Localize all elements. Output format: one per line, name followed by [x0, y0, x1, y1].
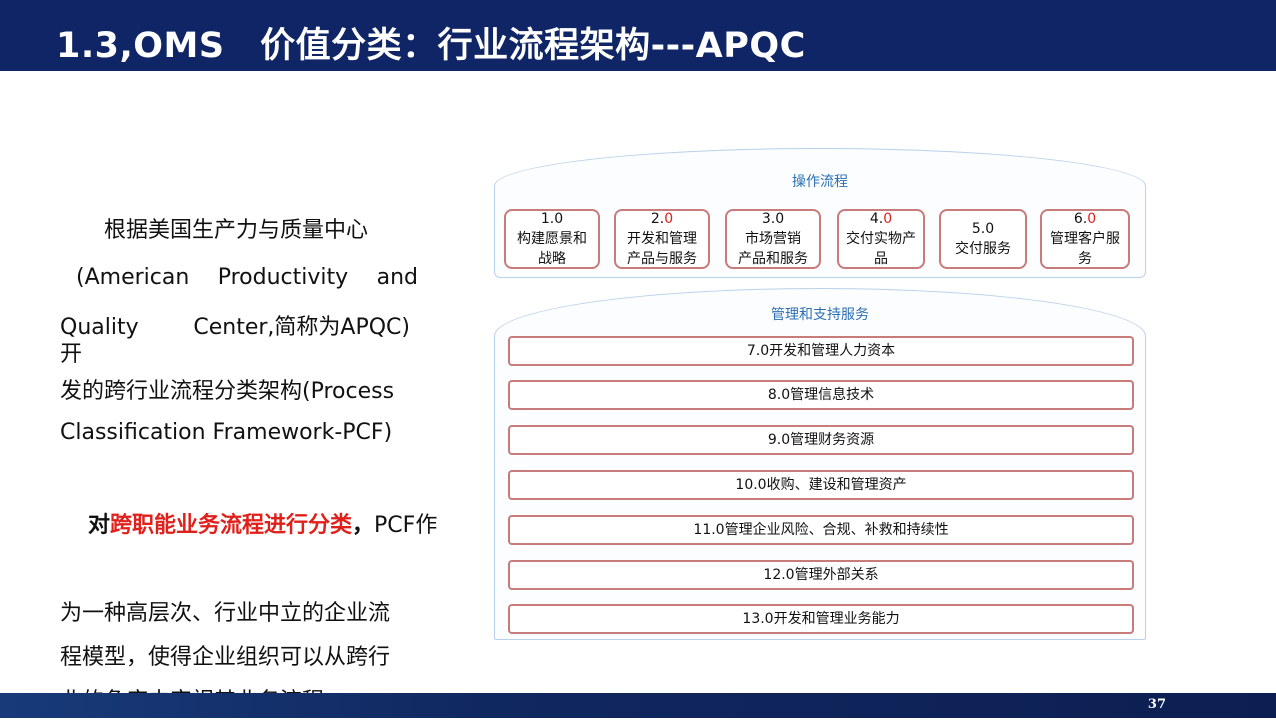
operation-box: 1.0 构建愿景和 战略: [504, 209, 600, 269]
description-text: 根据美国生产力与质量中心 (American Productivity and …: [60, 206, 440, 724]
description-line: 开: [60, 342, 83, 367]
description-line: 根据美国生产力与质量中心: [60, 218, 369, 243]
operation-box: 4.0 交付实物产 品: [837, 209, 925, 269]
footer-bar: 37: [0, 693, 1276, 718]
operations-boxes: 1.0 构建愿景和 战略 2.0 开发和管理 产品与服务 3.0 市场营销 产品…: [504, 209, 1132, 271]
support-bar: 11.0管理企业风险、合规、补救和持续性: [508, 515, 1134, 545]
description-line: 对跨职能业务流程进行分类，PCF作: [87, 513, 438, 538]
operation-box: 3.0 市场营销 产品和服务: [725, 209, 821, 269]
support-bar: 9.0管理财务资源: [508, 425, 1134, 455]
operation-box: 5.0 交付服务: [939, 209, 1027, 269]
description-line: Classification Framework-PCF): [60, 420, 393, 445]
header-bar: 1.3,OMS 价值分类：行业流程架构---APQC: [0, 0, 1276, 71]
description-line: Quality Center,简称为APQC): [60, 315, 410, 340]
support-bar: 8.0管理信息技术: [508, 380, 1134, 410]
description-line: 程模型，使得企业组织可以从跨行: [60, 645, 391, 670]
support-bar: 12.0管理外部关系: [508, 560, 1134, 590]
operation-box: 6.0 管理客户服 务: [1040, 209, 1130, 269]
highlight-text: 跨职能业务流程进行分类: [110, 513, 353, 538]
operations-label: 操作流程: [792, 174, 848, 190]
support-bar: 7.0开发和管理人力资本: [508, 336, 1134, 366]
support-bar: 13.0开发和管理业务能力: [508, 604, 1134, 634]
support-label: 管理和支持服务: [771, 307, 869, 323]
operation-box: 2.0 开发和管理 产品与服务: [614, 209, 710, 269]
page-title: 1.3,OMS 价值分类：行业流程架构---APQC: [56, 26, 806, 66]
support-bar: 10.0收购、建设和管理资产: [508, 470, 1134, 500]
page-number: 37: [1147, 697, 1166, 712]
description-line: 为一种高层次、行业中立的企业流: [60, 601, 391, 626]
description-line: (American Productivity and: [76, 265, 418, 290]
description-line: 发的跨行业流程分类架构(Process: [60, 379, 395, 404]
apqc-pcf-diagram: 操作流程 1.0 构建愿景和 战略 2.0 开发和管理 产品与服务 3.0 市场…: [492, 148, 1148, 640]
